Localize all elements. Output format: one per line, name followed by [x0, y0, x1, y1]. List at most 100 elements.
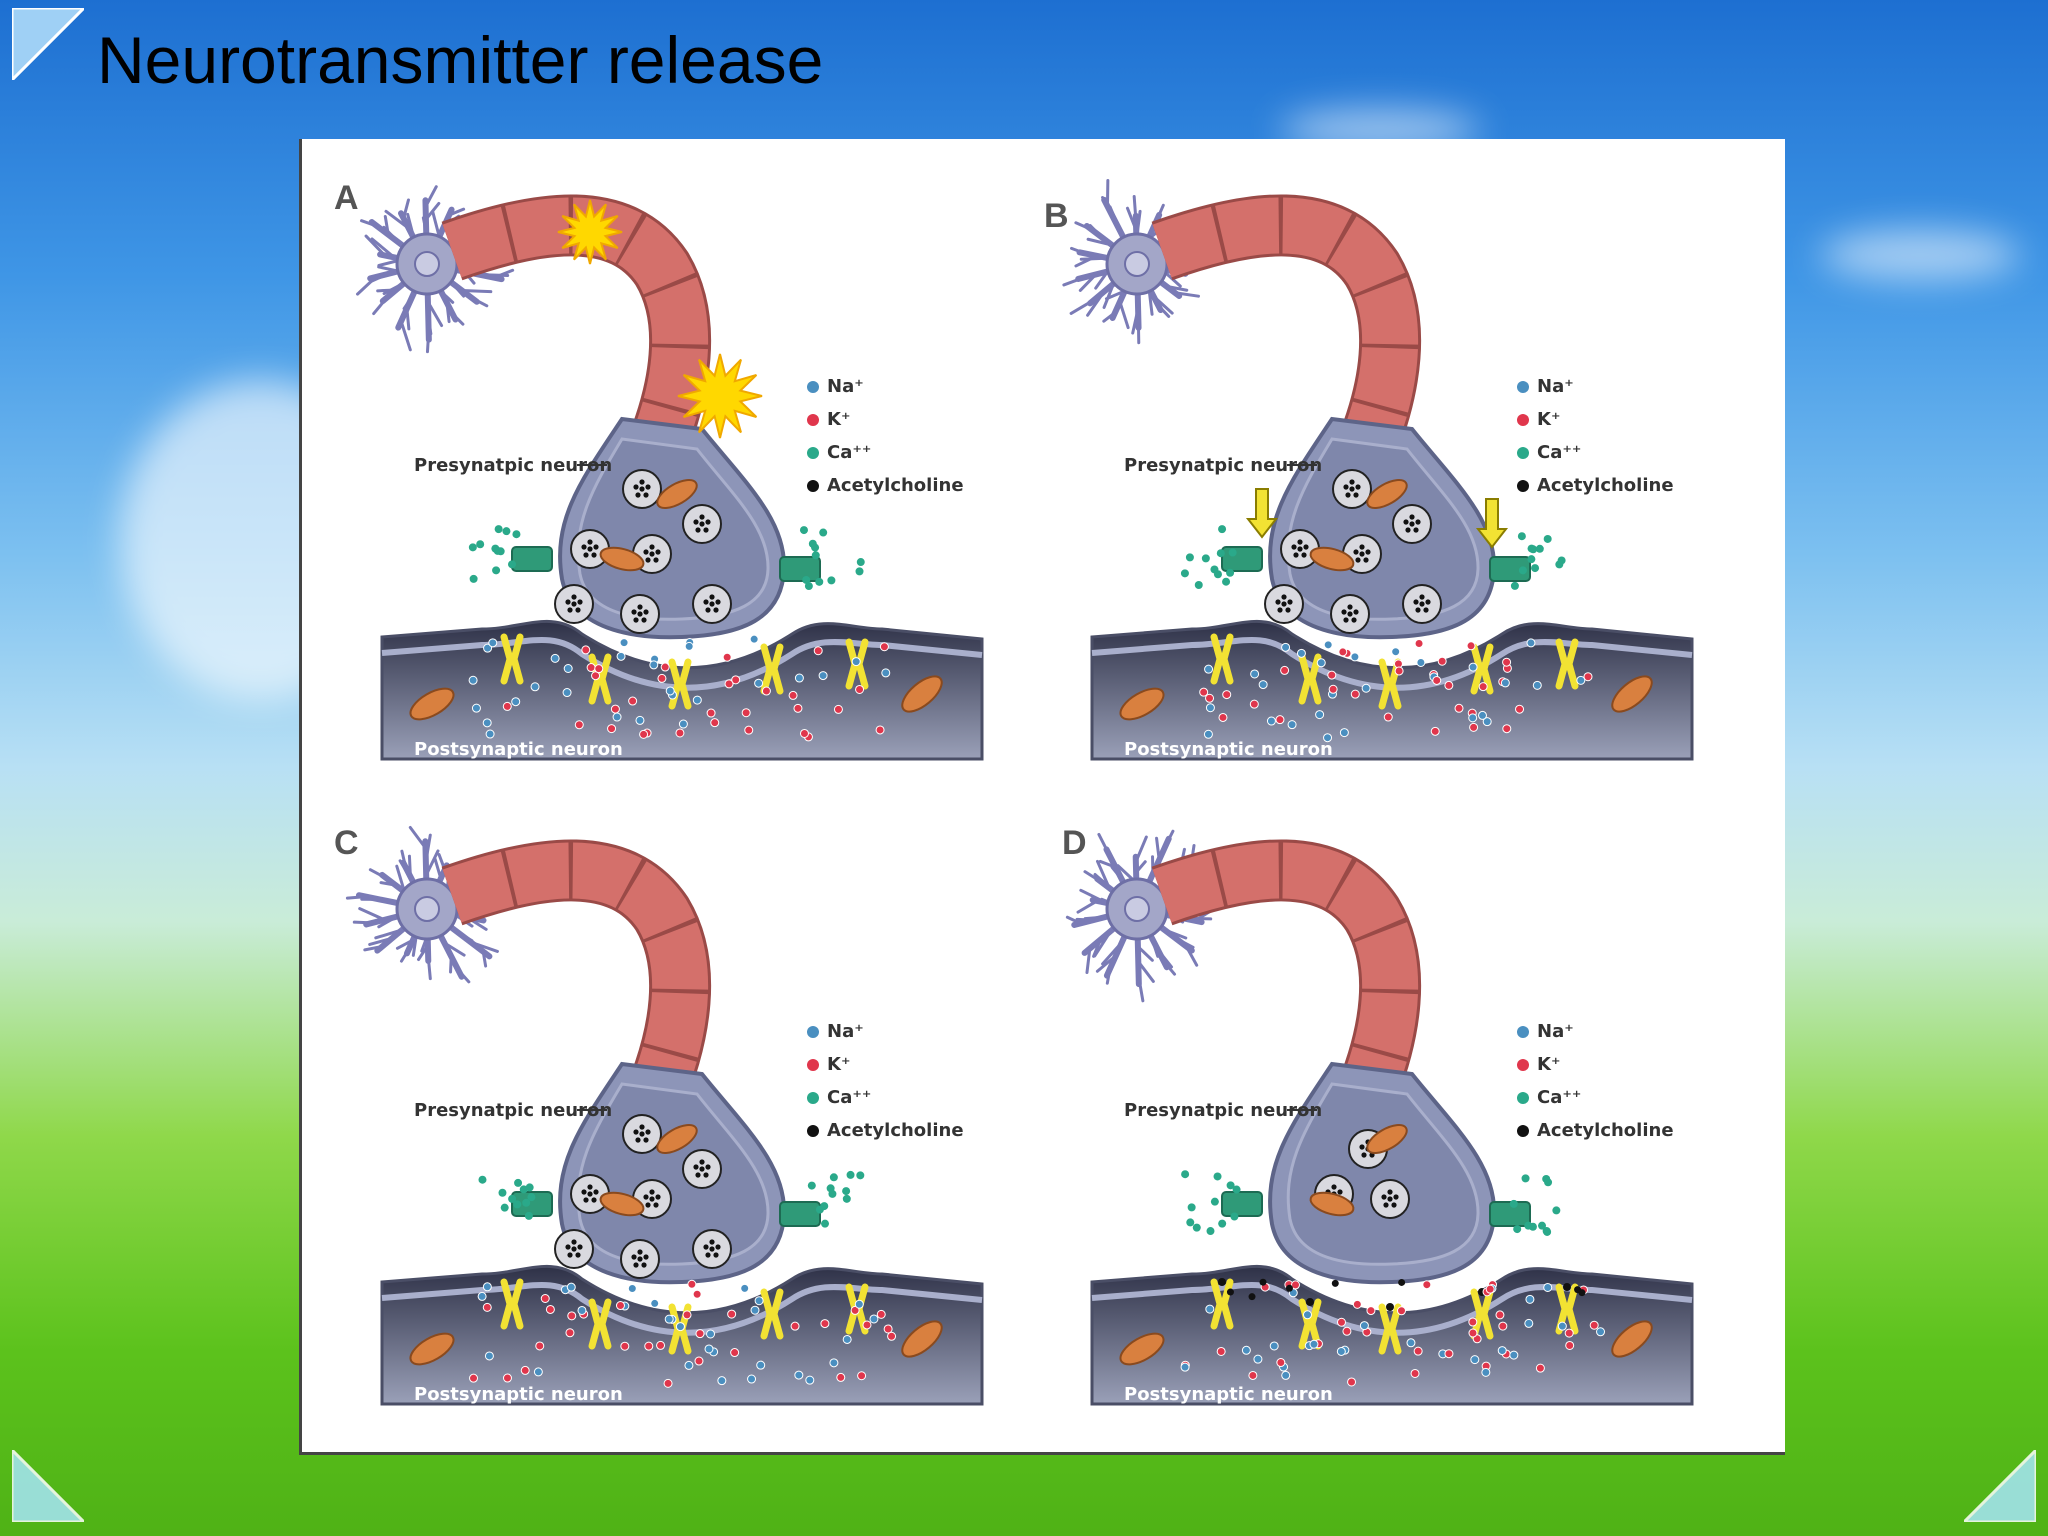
calcium-ion — [1542, 1174, 1551, 1183]
dendrite-twig — [352, 920, 374, 925]
dendrite-twig — [1095, 954, 1118, 973]
acetylcholine-dot — [637, 611, 643, 617]
dendrite-twig — [1074, 254, 1099, 268]
dendrite-twig — [442, 941, 466, 957]
legend-label: Na⁺ — [827, 1021, 864, 1042]
acetylcholine-dot — [649, 551, 655, 557]
dendrite-twig — [1083, 915, 1108, 921]
dendrite-twig — [439, 290, 455, 304]
potassium-ion — [761, 686, 771, 696]
potassium-ion — [741, 708, 751, 718]
acetylcholine-dot — [699, 514, 705, 520]
potassium-ion — [1437, 656, 1447, 666]
calcium-ion — [525, 1183, 534, 1192]
dendrite-twig — [1132, 195, 1138, 223]
sodium-ion — [684, 641, 694, 651]
receptor-icon — [500, 1278, 514, 1330]
mitochondrion — [1119, 1332, 1165, 1366]
acetylcholine-dot — [1331, 1184, 1337, 1190]
potassium-ion — [1430, 726, 1440, 736]
legend: Na⁺ K⁺ Ca⁺⁺ Acetylcholine — [1517, 1015, 1674, 1147]
potassium-ion — [695, 1329, 705, 1339]
acetylcholine-dot — [1287, 599, 1293, 605]
acetylcholine-dot — [1363, 557, 1369, 563]
dendrite-twig — [407, 854, 412, 879]
dendrite-twig — [1152, 294, 1174, 315]
acetylcholine-dot — [1423, 607, 1429, 613]
mitochondrion — [599, 1191, 645, 1217]
sodium-ion — [1203, 729, 1213, 739]
released-acetylcholine — [1285, 1284, 1293, 1292]
legend-label: K⁺ — [827, 409, 851, 430]
acetylcholine-dot — [705, 607, 711, 613]
potassium-ion — [615, 1301, 625, 1311]
calcium-ion — [1228, 548, 1237, 557]
legend-label: Na⁺ — [827, 376, 864, 397]
acetylcholine-dot — [1277, 607, 1283, 613]
sodium-ion — [1576, 675, 1586, 685]
acetylcholine-dot — [577, 599, 583, 605]
mitochondrion — [1611, 675, 1653, 713]
sodium-ion — [1416, 657, 1426, 667]
potassium-ion — [520, 1365, 530, 1375]
calcium-ion — [1181, 1170, 1190, 1179]
acetylcholine-dot — [637, 1256, 643, 1262]
acetylcholine-dot — [583, 1197, 589, 1203]
potassium-ion — [727, 1309, 737, 1319]
sodium-ion — [1497, 1346, 1507, 1356]
acetylcholine-dot — [653, 1202, 659, 1208]
potassium-ion — [724, 679, 734, 689]
calcium-ion — [1213, 1172, 1222, 1181]
acetylcholine-dot — [1285, 607, 1291, 613]
sodium-ion — [1543, 1282, 1553, 1292]
potassium-ion — [567, 1311, 577, 1321]
receptor-icon — [598, 653, 612, 705]
dendrite-twig — [405, 307, 411, 331]
panel-a: A Presynatpic neuron Postsynaptic neuron… — [322, 159, 1022, 799]
potassium-ion — [1564, 1328, 1574, 1338]
acetylcholine-dot — [699, 1166, 705, 1172]
dendrite-twig — [1155, 203, 1165, 222]
potassium-ion — [1565, 1340, 1575, 1350]
sodium-ion — [1316, 658, 1326, 668]
dendrite-twig — [451, 312, 465, 326]
corner-triangle-bottom-left — [12, 1450, 84, 1522]
dendrite-twig — [358, 907, 386, 922]
potassium-ion — [607, 724, 617, 734]
panel-letter: D — [1062, 824, 1087, 862]
receptor-icon — [1470, 1288, 1484, 1340]
dendrite-twig — [1076, 899, 1099, 914]
sodium-ion — [678, 719, 688, 729]
sodium-ion — [1205, 703, 1215, 713]
calcium-ion — [1518, 566, 1527, 575]
action-potential-spark-icon — [677, 353, 763, 439]
potassium-ion — [594, 664, 604, 674]
acetylcholine-dot — [587, 1184, 593, 1190]
calcium-ion — [842, 1187, 851, 1196]
sodium-ion — [818, 671, 828, 681]
dendrite-twig — [384, 209, 411, 230]
potassium-ion — [1466, 641, 1476, 651]
sodium-ion — [1468, 713, 1478, 723]
panel-b: B Presynatpic neuron Postsynaptic neuron… — [1032, 159, 1732, 799]
na-dot-icon — [807, 1025, 819, 1038]
potassium-ion — [857, 1371, 867, 1381]
sodium-ion — [1309, 1339, 1319, 1349]
acetylcholine-dot — [1349, 486, 1355, 492]
sodium-ion — [794, 673, 804, 683]
acetylcholine-dot — [1409, 521, 1415, 527]
sodium-ion — [1532, 680, 1542, 690]
potassium-ion — [502, 701, 512, 711]
mitochondrion — [1309, 1191, 1355, 1217]
dendrite-twig — [1156, 303, 1171, 318]
legend-item-k: K⁺ — [1517, 403, 1674, 436]
acetylcholine-dot — [655, 549, 661, 555]
dendrite-twig — [1125, 206, 1138, 232]
sodium-ion — [550, 653, 560, 663]
potassium-ion — [675, 728, 685, 738]
potassium-ion — [1280, 665, 1290, 675]
potassium-ion — [862, 1320, 872, 1330]
potassium-ion — [502, 1373, 512, 1383]
arrow-icon — [1475, 498, 1509, 549]
ach-dot-icon — [1517, 479, 1529, 492]
